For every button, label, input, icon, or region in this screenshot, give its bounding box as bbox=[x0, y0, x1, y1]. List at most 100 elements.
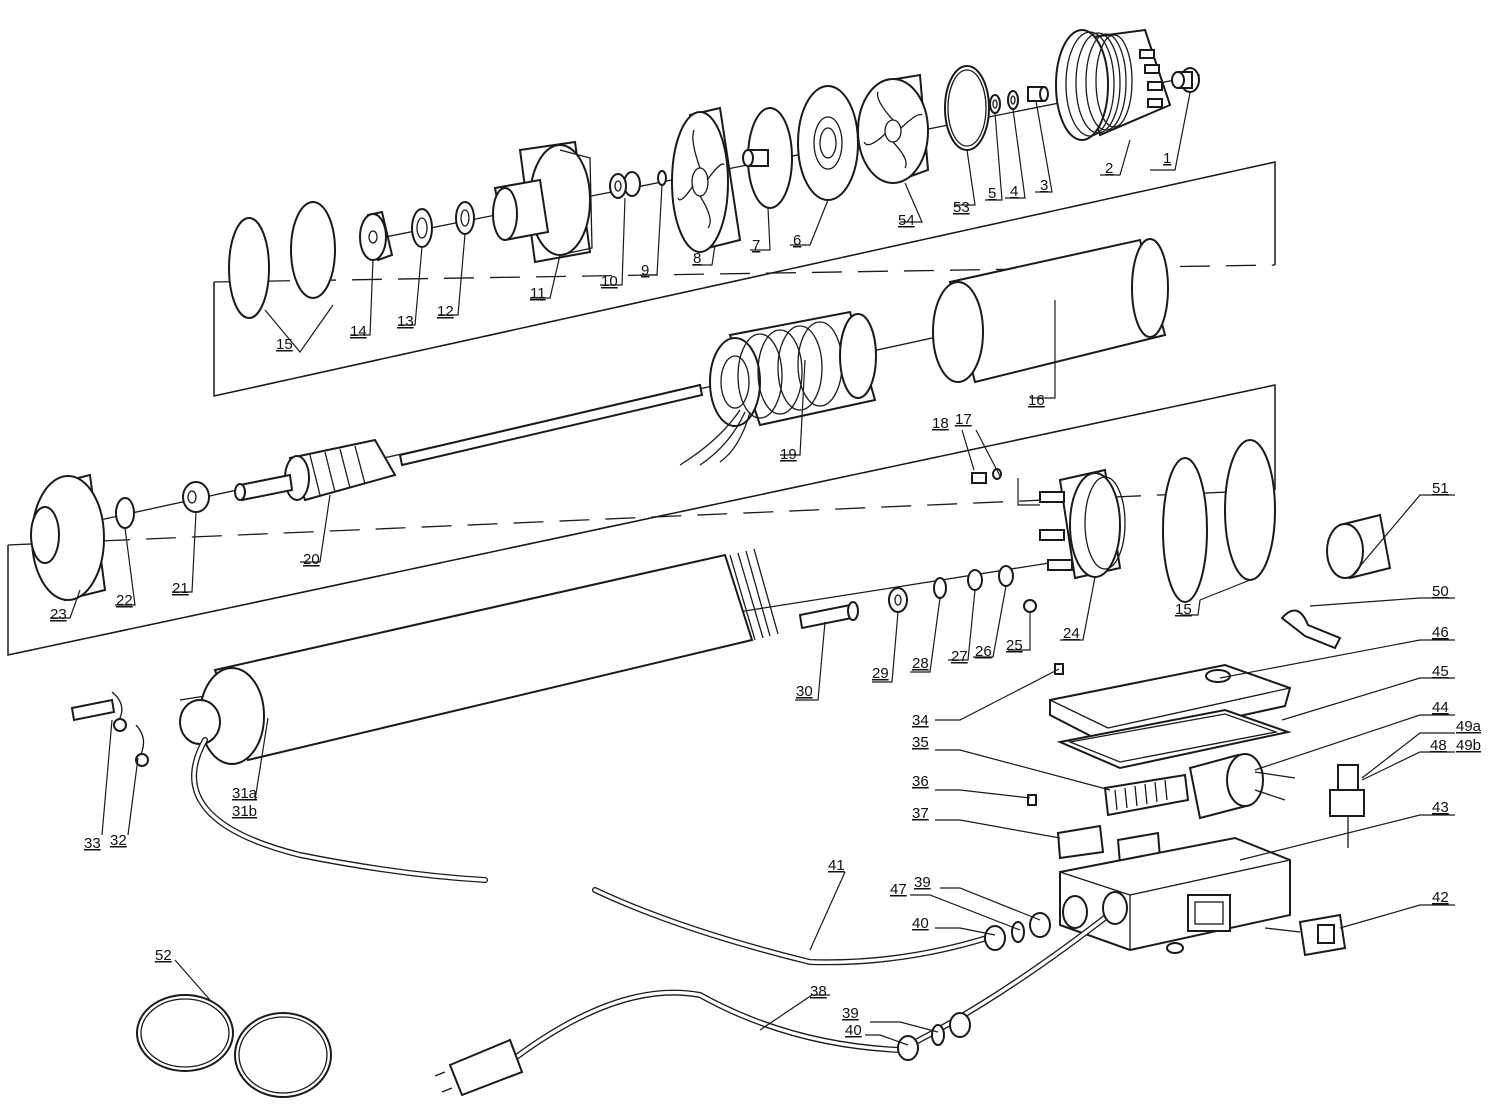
part-2-strainer bbox=[1055, 28, 1172, 141]
callout-9: 9 bbox=[641, 262, 649, 279]
part-1-nut bbox=[1171, 67, 1200, 93]
callout-37: 37 bbox=[912, 805, 929, 822]
part-8-impeller-stage bbox=[671, 106, 742, 253]
part-30-shaft-pin bbox=[798, 601, 859, 630]
callout-39-lower: 39 bbox=[842, 1005, 859, 1022]
part-21-bearing bbox=[182, 481, 210, 513]
part-31-motor-body bbox=[179, 548, 779, 765]
part-35-terminal-block bbox=[1103, 773, 1190, 817]
callout-36: 36 bbox=[912, 773, 929, 790]
part-36-screw bbox=[1027, 794, 1037, 806]
part-11-pump-housing bbox=[492, 140, 593, 264]
middle-assembly-frame bbox=[7, 384, 1276, 656]
callout-2: 2 bbox=[1105, 160, 1113, 177]
part-32-33-clips bbox=[70, 691, 149, 767]
part-7-disc bbox=[742, 107, 793, 209]
part-16-sleeve bbox=[932, 238, 1169, 384]
part-12-seal bbox=[455, 201, 475, 235]
callout-52: 52 bbox=[155, 947, 172, 964]
callout-4: 4 bbox=[1010, 183, 1018, 200]
callout-31a: 31a bbox=[232, 785, 258, 802]
part-17-18-screws bbox=[971, 468, 1002, 484]
callout-46: 46 bbox=[1432, 624, 1449, 641]
part-15-o-rings-upper bbox=[228, 201, 336, 319]
part-22-ring bbox=[115, 497, 135, 529]
part-10-bearing bbox=[609, 171, 641, 199]
callout-28: 28 bbox=[912, 655, 929, 672]
part-41-cable bbox=[592, 887, 993, 966]
callout-34: 34 bbox=[912, 712, 929, 729]
part-20-rotor-shaft bbox=[234, 383, 704, 502]
callout-29: 29 bbox=[872, 665, 889, 682]
part-52-spare-o-rings bbox=[136, 994, 332, 1098]
middle-axis-line bbox=[7, 489, 1276, 546]
part-24-motor-flange bbox=[1039, 468, 1126, 580]
callout-32: 32 bbox=[110, 832, 127, 849]
cable-glands bbox=[897, 891, 1128, 1061]
callout-11: 11 bbox=[530, 285, 546, 302]
part-29-bearing bbox=[888, 587, 908, 613]
callout-50: 50 bbox=[1432, 583, 1449, 600]
callout-40-lower: 40 bbox=[845, 1022, 862, 1039]
part-53-o-ring bbox=[944, 65, 990, 151]
part-42-rocker-switch bbox=[1264, 913, 1347, 957]
callout-48: 48 bbox=[1430, 737, 1447, 754]
part-19-stator-winding bbox=[679, 310, 877, 466]
callout-54: 54 bbox=[898, 212, 915, 229]
callout-8: 8 bbox=[693, 250, 701, 267]
part-13-ring bbox=[411, 208, 433, 248]
part-9-washer bbox=[657, 170, 667, 186]
callout-40-upper: 40 bbox=[912, 915, 929, 932]
callout-38: 38 bbox=[810, 983, 827, 1000]
callout-13: 13 bbox=[397, 313, 414, 330]
part-15-o-rings-lower bbox=[1162, 439, 1276, 603]
motor-lead-cable bbox=[191, 737, 488, 883]
callout-19: 19 bbox=[780, 446, 797, 463]
callout-16: 16 bbox=[1028, 392, 1045, 409]
callout-41: 41 bbox=[828, 857, 845, 874]
part-46-cover bbox=[1049, 663, 1292, 747]
callout-1: 1 bbox=[1163, 150, 1171, 167]
callout-22: 22 bbox=[116, 592, 133, 609]
callout-20: 20 bbox=[303, 551, 320, 568]
part-6-diffuser-plate bbox=[797, 85, 859, 201]
callout-49a: 49a bbox=[1456, 718, 1482, 735]
callout-14: 14 bbox=[350, 323, 367, 340]
part-43-switch-box bbox=[1059, 836, 1291, 954]
part-50-bracket bbox=[1280, 609, 1342, 650]
part-5-washer bbox=[989, 94, 1001, 114]
part-51-sleeve bbox=[1326, 513, 1392, 580]
callout-27: 27 bbox=[951, 648, 968, 665]
part-54-impeller bbox=[857, 73, 930, 184]
part-28-ring bbox=[933, 577, 947, 599]
callout-7: 7 bbox=[752, 237, 760, 254]
callout-35: 35 bbox=[912, 734, 929, 751]
callout-3: 3 bbox=[1040, 177, 1048, 194]
part-25-nut bbox=[1023, 599, 1037, 613]
callout-33: 33 bbox=[84, 835, 101, 852]
callout-31b: 31b bbox=[232, 803, 257, 820]
callout-43: 43 bbox=[1432, 799, 1449, 816]
callout-39-upper: 39 bbox=[914, 874, 931, 891]
part-44-capacitor bbox=[1188, 753, 1296, 820]
callout-5: 5 bbox=[988, 185, 996, 202]
callout-21: 21 bbox=[172, 580, 189, 597]
callout-47: 47 bbox=[890, 881, 907, 898]
callout-10: 10 bbox=[601, 273, 618, 290]
leader-lines bbox=[50, 92, 1455, 1046]
callout-6: 6 bbox=[793, 232, 801, 249]
callout-labels: 1 2 3 4 5 53 54 6 7 8 9 10 11 12 13 14 1… bbox=[50, 150, 1482, 1039]
part-48-switch bbox=[1329, 764, 1365, 848]
callout-53: 53 bbox=[953, 199, 970, 216]
part-14-bushing bbox=[359, 210, 394, 262]
callout-26: 26 bbox=[975, 643, 992, 660]
callout-51: 51 bbox=[1432, 480, 1449, 497]
callout-45: 45 bbox=[1432, 663, 1449, 680]
upper-assembly-frame bbox=[213, 161, 1276, 397]
part-45-gasket bbox=[1056, 708, 1292, 770]
callout-24: 24 bbox=[1063, 625, 1080, 642]
part-38-power-cord bbox=[434, 907, 1118, 1097]
callout-15-upper: 15 bbox=[276, 336, 293, 353]
callout-23: 23 bbox=[50, 606, 67, 623]
